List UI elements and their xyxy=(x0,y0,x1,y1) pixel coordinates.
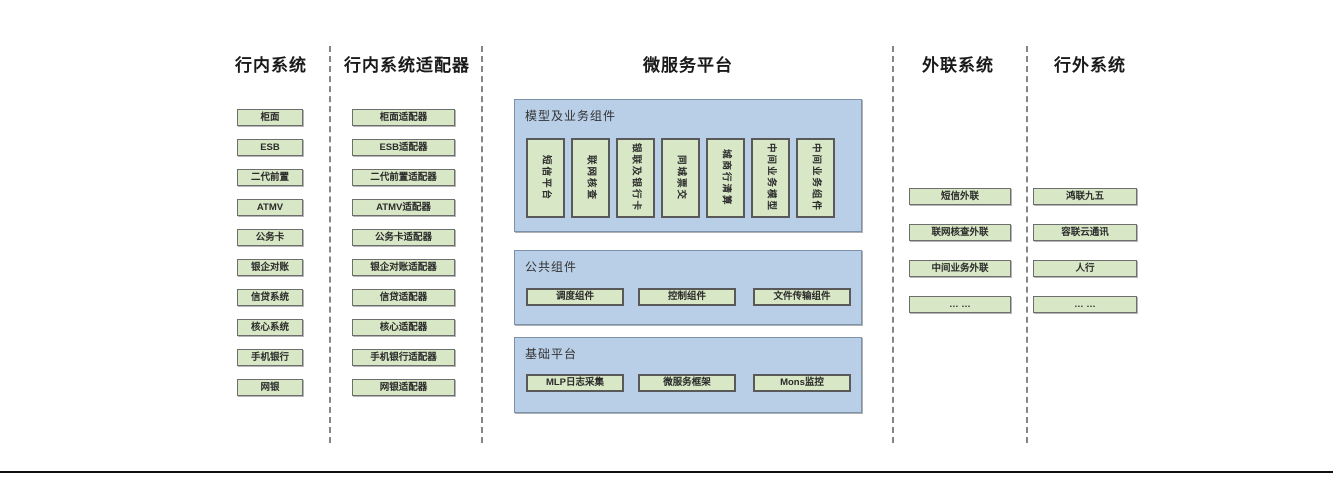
model-component-box: 联网核查 xyxy=(571,138,610,218)
adapter-box: ESB适配器 xyxy=(352,139,455,156)
lane-title-internal-adapters: 行内系统适配器 xyxy=(344,56,470,75)
lane-divider-3 xyxy=(892,46,894,443)
panel-common-components: 公共组件 调度组件 控制组件 文件传输组件 xyxy=(514,250,862,325)
external-system-box: 人行 xyxy=(1033,260,1137,277)
adapter-box: 手机银行适配器 xyxy=(352,349,455,366)
panel-model-business-components: 模型及业务组件 短信平台 联网核查 银联及银行卡 同城票交 城商行清算 中间业务… xyxy=(514,99,862,232)
adapter-box: ATMV适配器 xyxy=(352,199,455,216)
internal-system-box: 柜面 xyxy=(237,109,303,126)
lane-title-outbound-systems: 外联系统 xyxy=(922,56,994,75)
adapter-box: 信贷适配器 xyxy=(352,289,455,306)
adapter-box: 核心适配器 xyxy=(352,319,455,336)
model-component-box: 中间业务组件 xyxy=(796,138,835,218)
panel-title: 模型及业务组件 xyxy=(525,109,617,123)
lane-title-external-systems: 行外系统 xyxy=(1054,56,1126,75)
internal-system-box: ESB xyxy=(237,139,303,156)
model-component-box: 银联及银行卡 xyxy=(616,138,655,218)
common-component-box: 文件传输组件 xyxy=(753,288,851,306)
lane-divider-4 xyxy=(1026,46,1028,443)
outbound-box: 中间业务外联 xyxy=(909,260,1011,277)
outbound-box: 短信外联 xyxy=(909,188,1011,205)
internal-system-box: 银企对账 xyxy=(237,259,303,276)
panel-title: 基础平台 xyxy=(525,347,578,361)
adapter-box: 网银适配器 xyxy=(352,379,455,396)
panel-title: 公共组件 xyxy=(525,260,578,274)
bottom-border-line xyxy=(0,471,1333,473)
internal-system-box: 公务卡 xyxy=(237,229,303,246)
model-component-box: 城商行清算 xyxy=(706,138,745,218)
adapter-box: 公务卡适配器 xyxy=(352,229,455,246)
internal-system-box: 核心系统 xyxy=(237,319,303,336)
lane-title-microservice-platform: 微服务平台 xyxy=(643,56,733,75)
internal-system-box: 信贷系统 xyxy=(237,289,303,306)
external-system-box: 容联云通讯 xyxy=(1033,224,1137,241)
common-component-box: 控制组件 xyxy=(638,288,736,306)
internal-system-box: 二代前置 xyxy=(237,169,303,186)
internal-system-box: 网银 xyxy=(237,379,303,396)
base-component-box: Mons监控 xyxy=(753,374,851,392)
adapter-box: 柜面适配器 xyxy=(352,109,455,126)
lane-divider-2 xyxy=(481,46,483,443)
internal-system-box: ATMV xyxy=(237,199,303,216)
lane-title-internal-systems: 行内系统 xyxy=(235,56,307,75)
model-component-box: 同城票交 xyxy=(661,138,700,218)
adapter-box: 银企对账适配器 xyxy=(352,259,455,276)
common-component-box: 调度组件 xyxy=(526,288,624,306)
adapter-box: 二代前置适配器 xyxy=(352,169,455,186)
lane-divider-1 xyxy=(329,46,331,443)
outbound-box: … … xyxy=(909,296,1011,313)
outbound-box: 联网核查外联 xyxy=(909,224,1011,241)
base-component-box: 微服务框架 xyxy=(638,374,736,392)
internal-system-box: 手机银行 xyxy=(237,349,303,366)
external-system-box: … … xyxy=(1033,296,1137,313)
panel-base-platform: 基础平台 MLP日志采集 微服务框架 Mons监控 xyxy=(514,337,862,413)
model-component-box: 短信平台 xyxy=(526,138,565,218)
external-system-box: 鸿联九五 xyxy=(1033,188,1137,205)
base-component-box: MLP日志采集 xyxy=(526,374,624,392)
model-component-box: 中间业务模型 xyxy=(751,138,790,218)
